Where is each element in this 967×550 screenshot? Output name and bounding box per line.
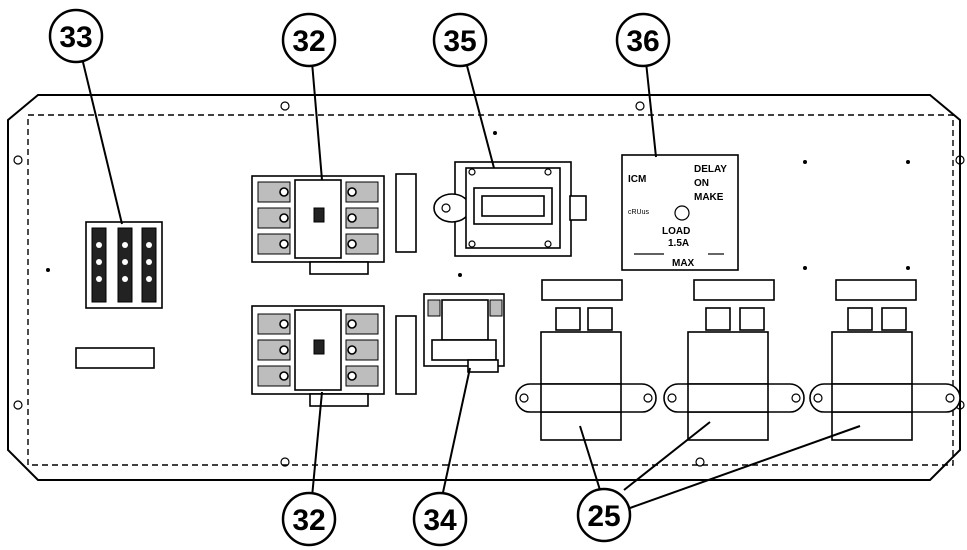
leader-lines: [81, 57, 861, 509]
callout-32-top: 32: [281, 12, 337, 68]
callout-34-label: 34: [423, 504, 457, 537]
relay-load: LOAD: [662, 226, 690, 237]
callout-25: 25: [576, 487, 632, 543]
contactor-top: [251, 175, 385, 275]
callout-32-bottom: 32: [281, 491, 337, 547]
callout-35: 35: [432, 12, 488, 68]
terminal-block: [85, 221, 163, 309]
relay-mode-line2: ON: [694, 178, 709, 189]
capacitor-1: [515, 279, 657, 441]
callout-34: 34: [412, 491, 468, 547]
relay-brand: ICM: [628, 174, 646, 185]
relay-ul-mark: cRUus: [628, 209, 650, 216]
callout-36-label: 36: [626, 25, 659, 58]
time-delay-relay-36: ICM DELAY ON MAKE cRUus LOAD 1.5A MAX: [621, 154, 739, 271]
panel-plate: [7, 94, 965, 481]
contactor-bottom: [251, 305, 385, 407]
contactor-bottom-label-plate: [395, 315, 417, 395]
callout-32-top-label: 32: [292, 25, 325, 58]
relay-max: MAX: [672, 258, 695, 269]
callout-36: 36: [615, 12, 671, 68]
relay-mode-line3: MAKE: [694, 192, 724, 203]
capacitor-3: [809, 279, 961, 441]
label-plate: [75, 347, 155, 369]
contactor-top-label-plate: [395, 173, 417, 253]
relay-35: [433, 161, 587, 257]
callout-32-bottom-label: 32: [292, 504, 325, 537]
relay-mode-line1: DELAY: [694, 164, 727, 175]
callout-35-label: 35: [443, 25, 476, 58]
callout-33-label: 33: [59, 21, 92, 54]
callout-33: 33: [48, 8, 104, 64]
component-34: [423, 293, 505, 373]
relay-rating: 1.5A: [668, 238, 689, 249]
callout-25-label: 25: [587, 500, 620, 533]
capacitor-2: [663, 279, 805, 441]
